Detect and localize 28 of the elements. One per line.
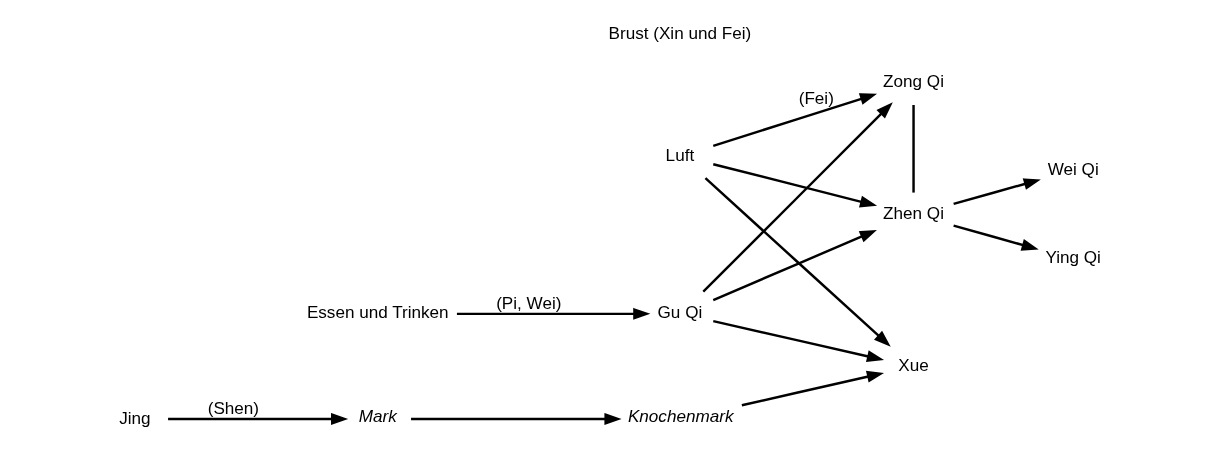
arrow <box>952 224 1039 251</box>
arrow <box>712 163 877 208</box>
node-text: Gu Qi <box>657 303 702 323</box>
node-text: Mark <box>358 407 397 427</box>
arrow <box>712 319 884 363</box>
node-text: Knochenmark <box>627 407 733 427</box>
node-text: Zong Qi <box>882 72 944 92</box>
node-text: Xue <box>897 355 929 375</box>
edge-label: (Fei) <box>798 88 834 108</box>
arrow <box>456 307 650 320</box>
node-text: Zhen Qi <box>882 204 944 224</box>
connector <box>911 105 915 193</box>
arrow <box>701 102 893 293</box>
node-text: Luft <box>665 145 694 165</box>
arrow <box>704 177 891 347</box>
edge-label: (Shen) <box>207 399 259 419</box>
node-text: Essen und Trinken <box>306 303 449 323</box>
arrow <box>952 178 1041 206</box>
node-text: Wei Qi <box>1047 160 1099 180</box>
arrow <box>167 413 348 426</box>
edge-label: (Pi, Wei) <box>495 294 561 314</box>
arrow <box>741 370 884 407</box>
arrow <box>712 93 877 147</box>
label: Brust (Xin und Fei) <box>608 24 751 44</box>
arrow <box>410 413 622 426</box>
arrow <box>712 229 877 302</box>
node-text: Ying Qi <box>1044 248 1101 268</box>
node-text: Jing <box>118 408 151 428</box>
